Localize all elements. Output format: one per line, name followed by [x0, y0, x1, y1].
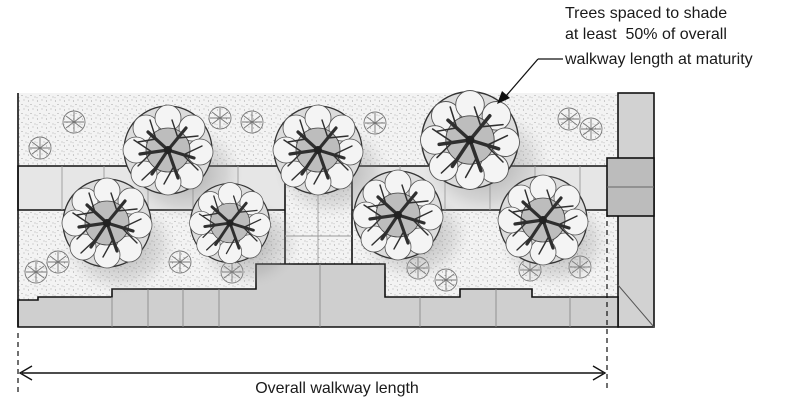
tree-canopy-icon [60, 176, 154, 270]
annotation-line-3: walkway length at maturity [564, 51, 753, 68]
tree-canopy-icon [121, 103, 215, 197]
arrow-icon [592, 365, 607, 381]
dimension-label: Overall walkway length [255, 380, 419, 397]
annotation-line-1: Trees spaced to shade [565, 5, 727, 22]
tree-canopy-icon [351, 168, 445, 262]
tree-canopy-icon [271, 103, 365, 197]
dimension-lines [17, 212, 608, 392]
arrow-icon [497, 91, 510, 104]
tree-canopy-icon [496, 173, 590, 267]
arrow-icon [18, 365, 33, 381]
tree-canopy-icon [418, 88, 522, 192]
callout-leader [497, 58, 563, 104]
building-right [606, 92, 655, 328]
annotation-line-2: at least 50% of overall [565, 26, 727, 43]
tree-canopy-icon [188, 181, 272, 265]
